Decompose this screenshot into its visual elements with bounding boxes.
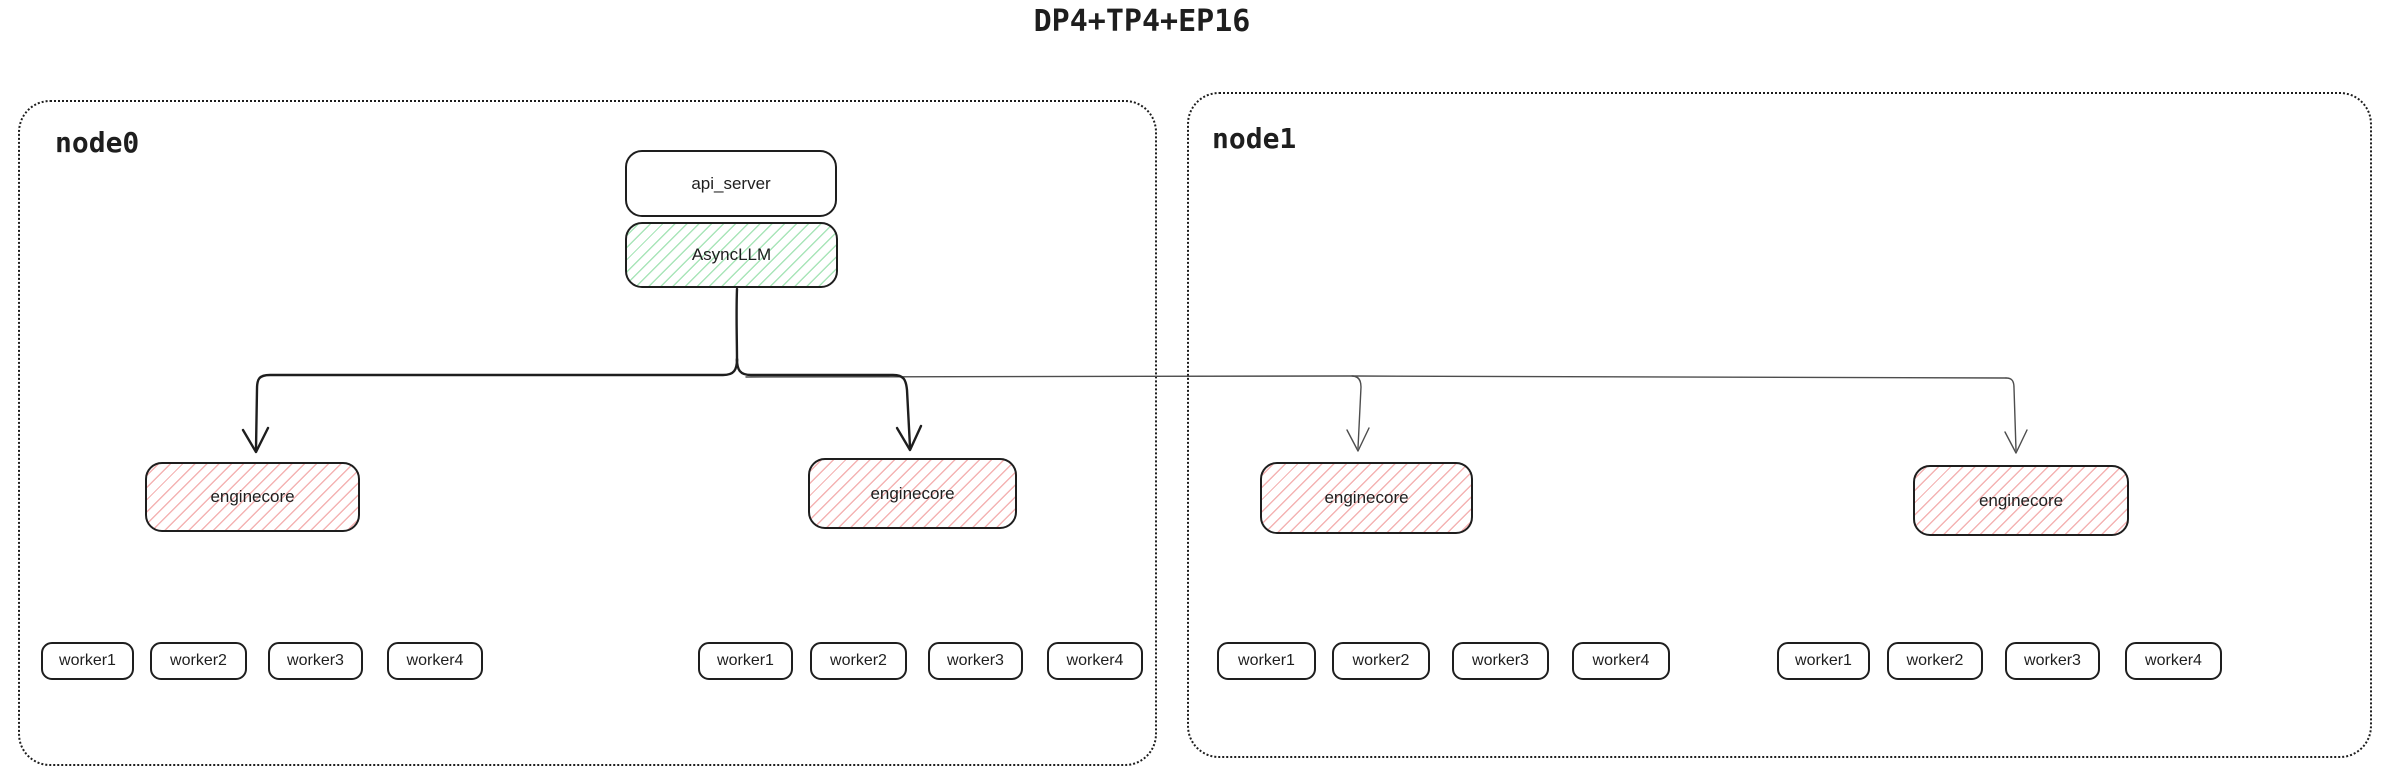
worker-box: worker2 (1887, 642, 1983, 680)
node1-label: node1 (1212, 122, 1297, 155)
worker-box: worker2 (1332, 642, 1430, 680)
worker-label: worker1 (717, 652, 774, 669)
api-server-box: api_server (625, 150, 837, 217)
worker-label: worker4 (1592, 652, 1650, 669)
worker-box: worker1 (1217, 642, 1316, 680)
worker-box: worker1 (41, 642, 134, 680)
enginecore-label: enginecore (1324, 488, 1409, 507)
worker-box: worker1 (1777, 642, 1870, 680)
worker-box: worker2 (150, 642, 247, 680)
worker-label: worker3 (2024, 652, 2081, 669)
worker-label: worker3 (947, 652, 1004, 669)
worker-box: worker4 (2125, 642, 2222, 680)
worker-box: worker3 (1452, 642, 1549, 680)
worker-box: worker3 (268, 642, 363, 680)
worker-label: worker1 (1238, 652, 1295, 669)
worker-label: worker1 (59, 652, 116, 669)
enginecore-box-2: enginecore (808, 458, 1017, 529)
worker-label: worker4 (406, 652, 464, 669)
worker-label: worker4 (2145, 652, 2202, 669)
worker-box: worker4 (1572, 642, 1670, 680)
node0-label: node0 (55, 126, 140, 159)
worker-label: worker3 (287, 652, 344, 669)
enginecore-box-1: enginecore (145, 462, 360, 532)
asyncllm-label: AsyncLLM (691, 245, 772, 264)
worker-label: worker2 (1352, 652, 1410, 669)
api-server-label: api_server (691, 173, 771, 193)
worker-box: worker3 (2005, 642, 2100, 680)
worker-box: worker2 (810, 642, 907, 680)
worker-box: worker3 (928, 642, 1023, 680)
enginecore-label: enginecore (870, 483, 955, 503)
page-title: DP4+TP4+EP16 (1033, 4, 1251, 39)
enginecore-label: enginecore (1978, 490, 2064, 510)
worker-label: worker2 (170, 652, 227, 669)
worker-label: worker4 (1066, 652, 1124, 669)
enginecore-label: enginecore (210, 487, 295, 506)
worker-box: worker1 (698, 642, 793, 680)
worker-label: worker2 (830, 652, 887, 669)
node0-container (18, 100, 1157, 766)
worker-label: worker2 (1906, 652, 1964, 669)
enginecore-box-4: enginecore (1913, 465, 2129, 536)
worker-label: worker1 (1795, 652, 1852, 669)
worker-box: worker4 (387, 642, 483, 680)
asyncllm-box: AsyncLLM (625, 222, 838, 288)
worker-box: worker4 (1047, 642, 1143, 680)
enginecore-box-3: enginecore (1260, 462, 1473, 534)
node1-container (1187, 92, 2372, 758)
worker-label: worker3 (1472, 652, 1529, 669)
